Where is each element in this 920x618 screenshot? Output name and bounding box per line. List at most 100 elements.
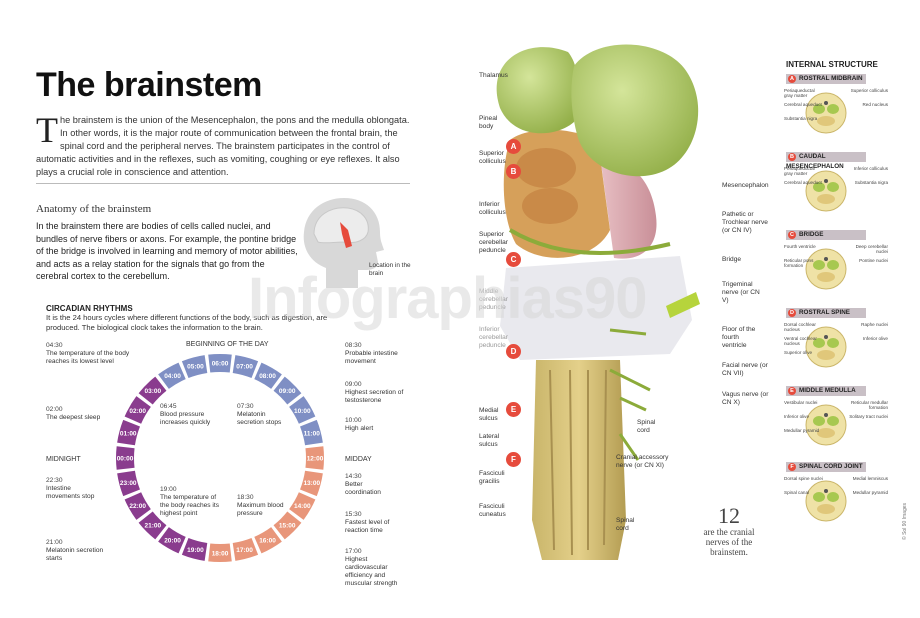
section-name: CAUDAL MESENCEPHALON bbox=[786, 153, 844, 170]
label-spinal-cord-lower: Spinal cord bbox=[616, 517, 635, 532]
label-fourth-ventricle-floor: Floor of the fourth ventricle bbox=[722, 326, 756, 349]
cross-section-label: Raphe nuclei bbox=[861, 322, 888, 327]
label-fasciculi-gracilis: Fasciculi gracilis bbox=[479, 470, 505, 485]
clock-hour-label: 06:00 bbox=[212, 360, 229, 367]
watermark: Infographias90 bbox=[248, 266, 648, 331]
section-name: ROSTRAL SPINE bbox=[799, 309, 850, 316]
label-fasciculi-cuneatus: Fasciculi cuneatus bbox=[479, 503, 506, 518]
clock-segment bbox=[300, 470, 323, 497]
cross-section-label: Dorsal cochlear nucleus bbox=[784, 322, 816, 333]
section-letter-badge: D bbox=[788, 309, 796, 317]
midnight-label: MIDNIGHT bbox=[46, 456, 81, 463]
fact-text: are the cranial nerves of the brainstem. bbox=[703, 527, 755, 557]
clock-hour-label: 12:00 bbox=[307, 455, 324, 462]
clock-segment bbox=[124, 492, 151, 520]
section-letter-badge: C bbox=[788, 231, 796, 239]
clock-segment bbox=[305, 446, 324, 470]
cross-section-label: Substantia nigra bbox=[854, 180, 888, 185]
clock-hour-label: 08:00 bbox=[259, 373, 276, 380]
clock-hour-label: 10:00 bbox=[294, 408, 311, 415]
cross-section-label: Inferior olive bbox=[784, 414, 810, 419]
clock-hour-label: 16:00 bbox=[259, 538, 276, 545]
label-middle-cerebellar-peduncle: Middle cerebellar peduncle bbox=[479, 288, 508, 311]
label-spinal-cord-upper: Spinal cord bbox=[637, 419, 656, 434]
clock-hour-label: 05:00 bbox=[187, 364, 204, 371]
cross-section-label: Reticular pons formation bbox=[784, 258, 814, 269]
clock-segment bbox=[254, 362, 282, 389]
circadian-heading: CIRCADIAN RHYTHMS bbox=[46, 304, 133, 313]
drop-cap: T bbox=[36, 110, 58, 150]
cross-section-diagram bbox=[805, 92, 847, 134]
badge-e: E bbox=[506, 402, 521, 417]
cross-section-diagram bbox=[805, 248, 847, 290]
label-thalamus: Thalamus bbox=[479, 72, 508, 79]
image-credit: © Sol 90 Images bbox=[902, 502, 908, 540]
label-inferior-cerebellar-peduncle: Inferior cerebellar peduncle bbox=[479, 326, 508, 349]
section-name: ROSTRAL MIDBRAIN bbox=[799, 75, 863, 82]
clock-segment bbox=[158, 527, 186, 554]
page-title: The brainstem bbox=[36, 66, 262, 104]
label-lateral-sulcus: Lateral sulcus bbox=[479, 433, 500, 448]
badge-f: F bbox=[506, 452, 521, 467]
cross-section-label: Periaqueductal gray matter bbox=[784, 88, 815, 99]
cross-section-label: Vestibular nuclei bbox=[784, 400, 818, 405]
clock-hour-label: 09:00 bbox=[279, 388, 296, 395]
cranial-nerves-fact: 12 are the cranial nerves of the brainst… bbox=[696, 503, 762, 558]
cross-section-label: Solitary tract nuclei bbox=[849, 414, 888, 419]
clock-segment bbox=[273, 511, 302, 540]
clock-hour-label: 00:00 bbox=[117, 455, 134, 462]
brainstem-illustration bbox=[496, 44, 700, 560]
cross-section-label: Ventral cochlear nucleus bbox=[784, 336, 817, 347]
anatomy-heading: Anatomy of the brainstem bbox=[36, 203, 152, 215]
clock-hour-label: 17:00 bbox=[236, 547, 253, 554]
fact-number: 12 bbox=[718, 503, 740, 528]
midday-label: MIDDAY bbox=[345, 456, 372, 463]
clock-segment bbox=[117, 470, 140, 497]
section-name: SPINAL CORD JOINT bbox=[799, 463, 863, 470]
clock-segment bbox=[232, 355, 259, 378]
location-label: Location in the brain bbox=[369, 262, 411, 277]
badge-c: C bbox=[506, 252, 521, 267]
cross-section-label: Superior olive bbox=[784, 350, 813, 355]
clock-hour-label: 04:00 bbox=[164, 373, 181, 380]
clock-segment bbox=[181, 538, 208, 561]
label-vagus-nerve: Vagus nerve (or CN X) bbox=[722, 391, 769, 406]
section-letter-badge: F bbox=[788, 463, 796, 471]
clock-segment bbox=[232, 538, 259, 561]
section-letter-badge: E bbox=[788, 387, 796, 395]
badge-d: D bbox=[506, 344, 521, 359]
label-pineal-body: Pineal body bbox=[479, 115, 498, 130]
label-trigeminal-nerve: Trigeminal nerve (or CN V) bbox=[722, 281, 760, 304]
clock-hour-label: 18:00 bbox=[212, 550, 229, 557]
clock-segment bbox=[124, 396, 151, 424]
clock-hour-label: 15:00 bbox=[279, 522, 296, 529]
cross-section-label: Periaqueductal gray matter bbox=[784, 166, 815, 177]
cross-section-label: Spinal canal bbox=[784, 490, 810, 495]
cross-section-label: Pontine nuclei bbox=[859, 258, 888, 263]
cross-section-label: Deep cerebellar nuclei bbox=[855, 244, 888, 255]
cross-section-diagram bbox=[805, 170, 847, 212]
label-bridge: Bridge bbox=[722, 256, 742, 263]
anatomy-text: In the brainstem there are bodies of cel… bbox=[36, 221, 298, 282]
clock-hour-label: 11:00 bbox=[304, 431, 321, 438]
clock-segment bbox=[117, 419, 140, 446]
cross-section-label: Dorsal spine nuclei bbox=[784, 476, 823, 481]
cross-section-label: Cerebral aqueduct bbox=[784, 180, 822, 185]
label-mesencephalon: Mesencephalon bbox=[722, 182, 769, 189]
badge-a: A bbox=[506, 139, 521, 154]
cross-section-label: Inferior colliculus bbox=[853, 166, 888, 171]
label-cranial-accessory-nerve: Cranial accessory nerve (or CN XI) bbox=[616, 454, 669, 469]
cross-section-label: Inferior olive bbox=[862, 336, 888, 341]
